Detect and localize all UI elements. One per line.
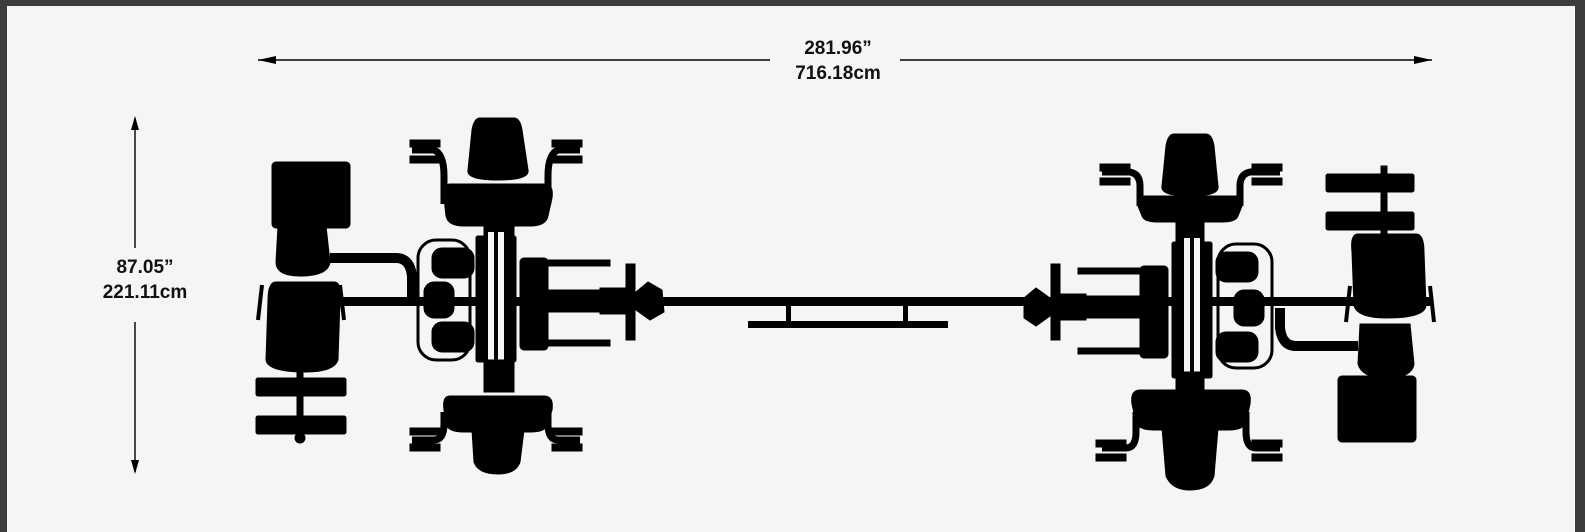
left-bottom-seat bbox=[409, 359, 583, 475]
right-top-seat bbox=[1099, 133, 1283, 243]
right-bench bbox=[1275, 165, 1436, 443]
width-imperial-value: 281.96” bbox=[804, 38, 872, 59]
floor-plan-panel bbox=[7, 6, 1575, 532]
left-top-seat bbox=[409, 117, 583, 241]
left-multi-station bbox=[255, 117, 665, 475]
right-multi-station bbox=[1023, 133, 1436, 491]
depth-imperial-value: 87.05” bbox=[116, 257, 174, 278]
depth-dimension-line bbox=[131, 116, 139, 474]
central-beam bbox=[330, 297, 1430, 328]
width-dimension-line bbox=[258, 56, 1432, 64]
right-bottom-seat bbox=[1095, 371, 1283, 491]
right-core-frame bbox=[1023, 238, 1274, 379]
width-metric-value: 716.18cm bbox=[795, 63, 881, 84]
width-dimension-label: 281.96” 716.18cm bbox=[738, 36, 938, 86]
left-core-frame bbox=[416, 232, 665, 372]
depth-metric-value: 221.11cm bbox=[102, 282, 188, 303]
left-bench bbox=[255, 161, 417, 444]
depth-dimension-label: 87.05” 221.11cm bbox=[90, 255, 200, 305]
